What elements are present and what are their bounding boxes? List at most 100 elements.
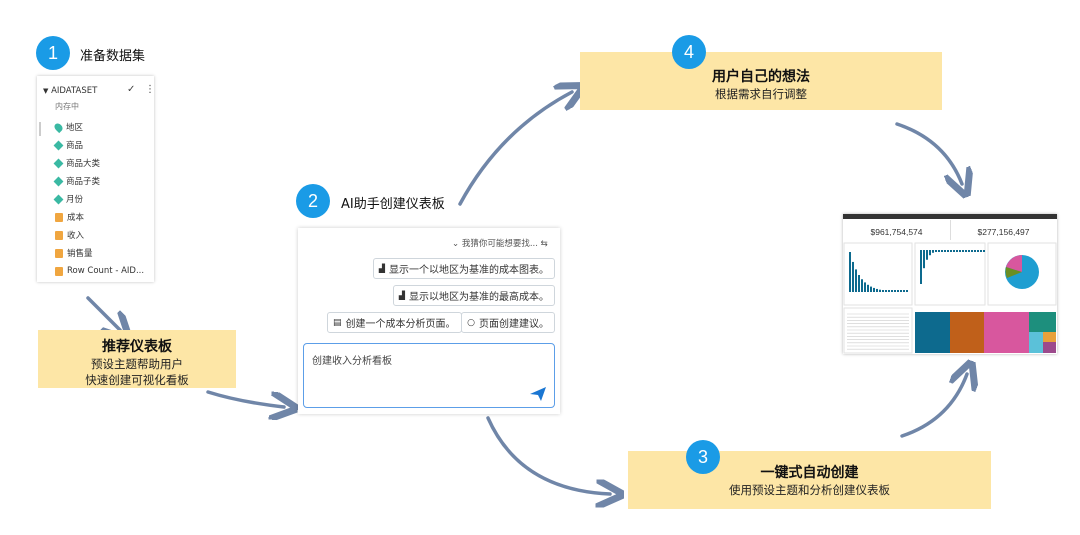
bar: [926, 250, 928, 260]
dataset-field[interactable]: 成本: [55, 210, 84, 224]
bar: [959, 250, 961, 252]
lightbulb-icon: ○: [467, 317, 475, 328]
suggestion-label: 显示一个以地区为基准的成本图表。: [389, 265, 549, 276]
pie-slice: [1005, 267, 1022, 278]
bar: [867, 284, 869, 292]
bar: [953, 250, 955, 252]
dataset-field[interactable]: 地区: [52, 120, 84, 134]
bar: [852, 261, 854, 292]
dataset-field[interactable]: 商品子类: [53, 174, 101, 188]
bar: [983, 250, 985, 252]
bar: [900, 290, 902, 292]
arrow-2-to-4: [458, 92, 572, 206]
treemap-cell: [984, 312, 1029, 353]
bar: [938, 250, 940, 252]
dimension-icon: [53, 194, 64, 204]
treemap-cell: [1043, 342, 1056, 353]
suggestion-cost-page[interactable]: ▤创建一个成本分析页面。: [327, 312, 462, 333]
step-3-badge: 3: [686, 440, 720, 474]
arrow-3-to-dashboard: [900, 374, 967, 438]
ai-chat-panel: ⌄ 我猜你可能想要找... ⇆ ▟ 显示一个以地区为基准的成本图表。 ▟ 显示以地区…: [298, 228, 560, 414]
bar: [980, 250, 982, 252]
send-icon[interactable]: [530, 387, 546, 401]
bar: [956, 250, 958, 252]
bar: [876, 288, 878, 292]
step-4-title: 用户自己的想法: [712, 69, 810, 85]
bar: [947, 250, 949, 252]
guess-row[interactable]: ⌄ 我猜你可能想要找... ⇆: [452, 237, 548, 249]
kpi-value-1: $961,754,574: [870, 227, 923, 237]
chat-input[interactable]: 创建收入分析看板: [303, 343, 555, 408]
step-3-title: 一键式自动创建: [760, 465, 859, 481]
bar: [944, 250, 946, 252]
bar: [882, 290, 884, 292]
treemap-cell: [950, 312, 984, 353]
arrow-chat-to-3: [486, 416, 610, 494]
recommend-title: 推荐仪表板: [102, 339, 172, 355]
step-1-badge: 1: [36, 36, 70, 70]
step-4-box: 用户自己的想法 根据需求自行调整: [580, 52, 942, 110]
step-4-subtitle: 根据需求自行调整: [715, 87, 807, 101]
suggestion-max-cost[interactable]: ▟ 显示以地区为基准的最高成本。: [392, 285, 555, 306]
dataset-field-label: 销售量: [67, 249, 93, 259]
suggestion-label: 页面创建建议。: [479, 319, 549, 330]
recommend-line-1: 预设主题帮助用户: [91, 357, 183, 371]
bar-chart-icon: ▟: [398, 291, 405, 300]
bar: [870, 286, 872, 292]
dataset-field[interactable]: 商品: [53, 138, 84, 152]
arrow-recommend-to-2: [206, 390, 284, 407]
dimension-icon: [53, 176, 64, 186]
chart-panel: [914, 242, 986, 306]
suggestion-cost-chart[interactable]: ▟ 显示一个以地区为基准的成本图表。: [372, 258, 555, 279]
dimension-icon: [53, 140, 64, 150]
dataset-field-label: 商品子类: [66, 177, 101, 187]
bar: [968, 250, 970, 252]
dataset-field-label: 地区: [66, 123, 84, 133]
suggestion-label: 创建一个成本分析页面。: [345, 319, 456, 330]
geo-icon: [52, 121, 65, 133]
chat-input-text: 创建收入分析看板: [312, 356, 392, 367]
bar: [888, 290, 890, 292]
dataset-panel: ▼ AIDATASET ✓ ⋮ 内存中 地区商品商品大类商品子类月份成本收入销售…: [37, 76, 154, 282]
table-panel: [843, 307, 913, 354]
bar: [906, 290, 908, 292]
dashboard-topbar: [843, 214, 1057, 219]
dataset-name: AIDATASET: [51, 86, 98, 96]
dashboard-preview: $961,754,574 $277,156,497: [843, 214, 1057, 354]
dataset-field[interactable]: 销售量: [55, 246, 93, 260]
dimension-icon: [53, 158, 64, 168]
dataset-field-label: 月份: [66, 195, 84, 205]
drag-handle: [39, 122, 41, 136]
dataset-field[interactable]: 月份: [53, 192, 84, 206]
measure-icon: [55, 266, 63, 276]
bar: [861, 279, 863, 292]
bar: [873, 287, 875, 292]
treemap-cell: [1029, 332, 1043, 353]
recommend-line-2: 快速创建可视化看板: [85, 373, 189, 387]
dataset-field-label: 收入: [67, 231, 85, 241]
dataset-field[interactable]: 收入: [55, 228, 84, 242]
suggestion-label: 显示以地区为基准的最高成本。: [409, 292, 549, 303]
dataset-header[interactable]: ▼ AIDATASET: [43, 86, 98, 96]
arrow-1-to-recommend: [86, 296, 120, 330]
dataset-field-label: 商品大类: [66, 159, 101, 169]
bar-chart-icon: ▟: [378, 264, 385, 273]
bar: [932, 250, 934, 253]
dataset-status: 内存中: [55, 102, 79, 111]
suggestion-page-advice[interactable]: ○ 页面创建建议。: [461, 312, 555, 333]
dataset-field-label: 商品: [66, 141, 84, 151]
bar: [923, 250, 925, 269]
kpi-value-2: $277,156,497: [977, 227, 1030, 237]
refresh-icon[interactable]: ⇆: [540, 239, 548, 249]
more-icon[interactable]: ⋮: [145, 84, 154, 95]
check-icon[interactable]: ✓: [127, 84, 136, 95]
treemap-cell: [915, 312, 950, 353]
dataset-field[interactable]: 商品大类: [53, 156, 101, 170]
recommend-box: 推荐仪表板 预设主题帮助用户 快速创建可视化看板: [38, 330, 236, 388]
bar: [864, 282, 866, 292]
measure-icon: [55, 230, 63, 240]
dataset-field[interactable]: Row Count - AID...: [55, 264, 144, 278]
step-2-title: AI助手创建仪表板: [341, 197, 445, 212]
bar: [977, 250, 979, 252]
